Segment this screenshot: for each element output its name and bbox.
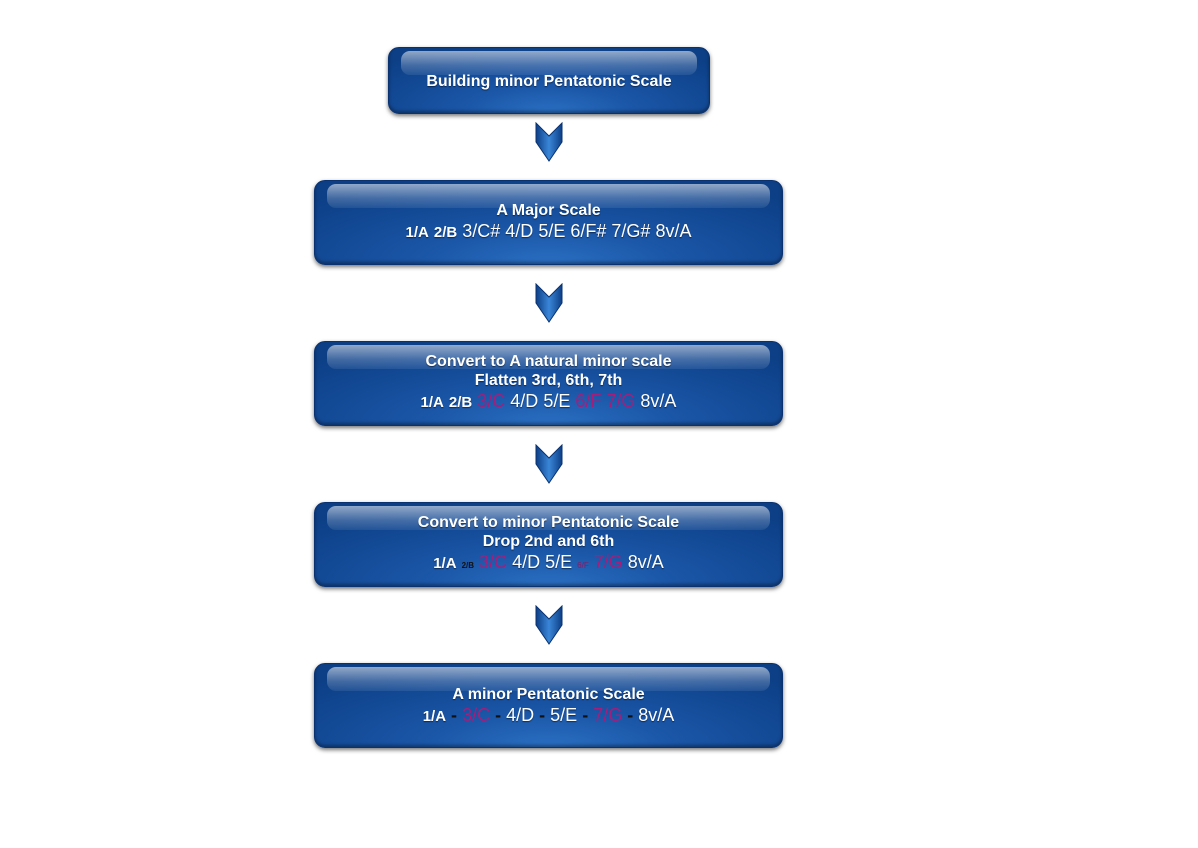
box-gloss bbox=[327, 506, 770, 530]
note-flattened: 7/G bbox=[593, 552, 623, 572]
natural-minor-notes: 1/A 2/B 3/C 4/D 5/E 6/F 7/G 8v/A bbox=[315, 390, 782, 414]
note: 1/A bbox=[433, 555, 457, 572]
down-arrow-icon bbox=[535, 605, 563, 645]
note: 3/C# bbox=[462, 221, 501, 241]
note: 6/F# bbox=[570, 221, 607, 241]
note: 5/E bbox=[545, 552, 573, 572]
note: 2/B bbox=[448, 394, 473, 411]
note: 2/B bbox=[433, 224, 458, 241]
down-arrow-icon bbox=[535, 283, 563, 323]
result-notes: 1/A - 3/C - 4/D - 5/E - 7/G - 8v/A bbox=[315, 704, 782, 728]
note: 8v/A bbox=[640, 391, 677, 411]
major-scale-notes: 1/A 2/B 3/C# 4/D 5/E 6/F# 7/G# 8v/A bbox=[315, 220, 782, 244]
step-pentatonic-convert-title: Convert to minor Pentatonic Scale bbox=[417, 514, 680, 531]
note: 4/D bbox=[512, 552, 541, 572]
box-gloss bbox=[327, 345, 770, 369]
step-major-scale-title: A Major Scale bbox=[496, 202, 601, 219]
note: 1/A bbox=[420, 394, 444, 411]
note-flattened: 7/G bbox=[606, 391, 636, 411]
separator: - bbox=[627, 705, 634, 725]
pentatonic-convert-notes: 1/A 2/B 3/C 4/D 5/E 6/F 7/G 8v/A bbox=[315, 551, 782, 577]
separator: - bbox=[451, 705, 458, 725]
note: 1/A bbox=[405, 224, 429, 241]
separator: - bbox=[495, 705, 502, 725]
step-natural-minor-box: Convert to A natural minor scale Flatten… bbox=[314, 341, 783, 426]
note: 1/A bbox=[422, 708, 447, 725]
step-natural-minor-title: Convert to A natural minor scale bbox=[425, 353, 672, 370]
box-gloss bbox=[401, 51, 697, 75]
separator: - bbox=[539, 705, 546, 725]
note: 7/G# bbox=[611, 221, 651, 241]
note-flattened: 7/G bbox=[593, 705, 623, 725]
step-building-title: Building minor Pentatonic Scale bbox=[426, 73, 672, 90]
step-natural-minor-subtitle: Flatten 3rd, 6th, 7th bbox=[474, 372, 623, 389]
note: 4/D bbox=[510, 391, 539, 411]
box-gloss bbox=[327, 667, 770, 691]
note: 5/E bbox=[543, 391, 571, 411]
step-result-title: A minor Pentatonic Scale bbox=[452, 686, 645, 703]
down-arrow-icon bbox=[535, 444, 563, 484]
note-flattened: 6/F bbox=[575, 391, 602, 411]
step-pentatonic-convert-subtitle: Drop 2nd and 6th bbox=[482, 533, 615, 550]
note: 8v/A bbox=[627, 552, 664, 572]
step-building-box: Building minor Pentatonic Scale bbox=[388, 47, 710, 114]
box-gloss bbox=[327, 184, 770, 208]
separator: - bbox=[582, 705, 589, 725]
note: 5/E bbox=[538, 221, 566, 241]
note-dropped: 6/F bbox=[577, 561, 589, 570]
note: 8v/A bbox=[638, 705, 675, 725]
note: 5/E bbox=[550, 705, 578, 725]
note: 4/D bbox=[505, 221, 534, 241]
note-flattened: 3/C bbox=[477, 391, 506, 411]
note-flattened: 3/C bbox=[462, 705, 491, 725]
note: 8v/A bbox=[655, 221, 692, 241]
note: 4/D bbox=[506, 705, 535, 725]
note-flattened: 3/C bbox=[479, 552, 508, 572]
note-dropped: 2/B bbox=[461, 561, 475, 570]
step-major-scale-box: A Major Scale 1/A 2/B 3/C# 4/D 5/E 6/F# … bbox=[314, 180, 783, 265]
down-arrow-icon bbox=[535, 122, 563, 162]
step-pentatonic-convert-box: Convert to minor Pentatonic Scale Drop 2… bbox=[314, 502, 783, 587]
step-result-box: A minor Pentatonic Scale 1/A - 3/C - 4/D… bbox=[314, 663, 783, 748]
